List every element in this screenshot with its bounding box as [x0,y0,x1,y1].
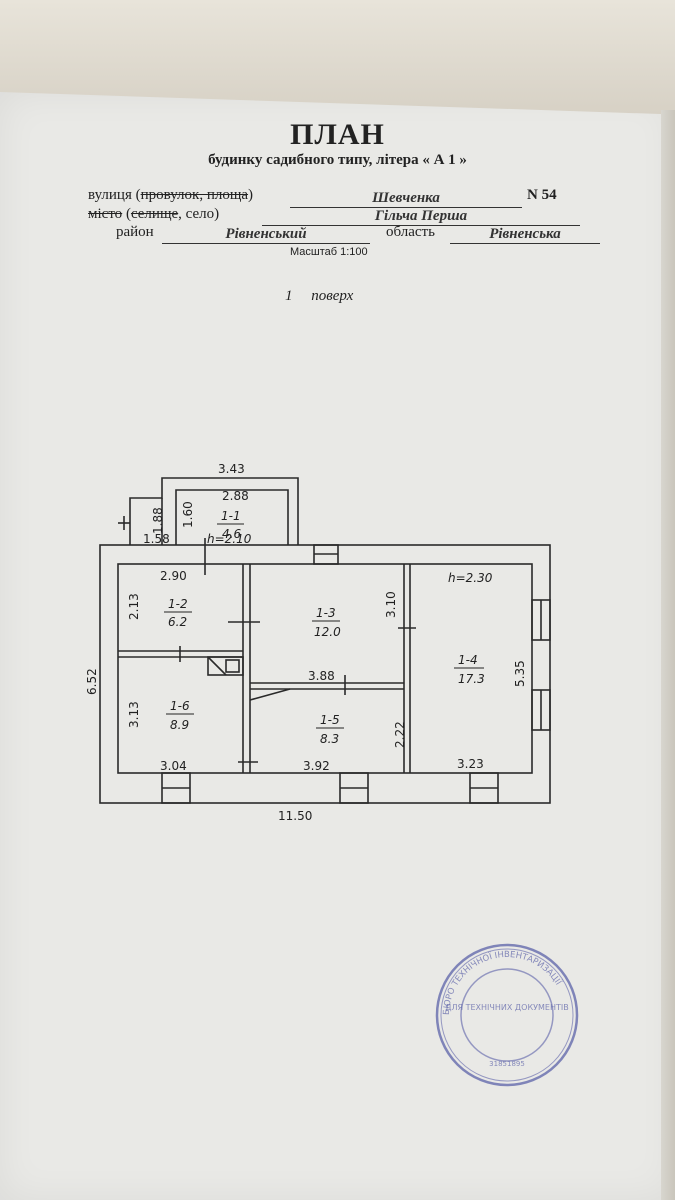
room-1-2-id: 1-2 [168,597,188,611]
dim-room-1-2-width: 2.90 [160,569,187,583]
stamp-center-text: ДЛЯ ТЕХНІЧНИХ ДОКУМЕНТІВ [445,1003,568,1012]
floor-word: поверх [311,288,354,304]
settlement-label-struck-town: селище [130,206,179,222]
plan-subtitle: будинку садибного типу, літера « А 1 » [208,152,467,168]
street-label-struck: провулок, площа [140,187,249,203]
dim-overall-length: 11.50 [278,809,312,823]
dim-room-1-6-width: 3.04 [160,759,187,773]
dim-annex-inner-height: 1.60 [181,501,195,528]
stamp-outer-ring-2 [440,948,574,1082]
region-label: область [386,224,435,240]
main-ceiling-height: h=2.30 [448,571,493,585]
floor-number: 1 [285,288,293,304]
dim-overall-width: 6.52 [85,668,99,695]
room-1-4-id: 1-4 [458,653,478,667]
stove-diagonal [207,656,227,676]
dim-room-1-5-height: 2.22 [393,721,407,748]
stove-burner [225,659,240,673]
region-value: Рівненська [450,226,600,244]
room-1-5-area: 8.3 [320,732,339,746]
dim-annex-width: 3.43 [218,462,245,476]
stamp-inner-ring [460,968,554,1062]
settlement-label-post: , село) [178,206,220,222]
dim-annex-small-height: 1.88 [151,507,165,534]
dim-room-1-1-width: 2.88 [222,489,249,503]
dim-room-1-5-bottom: 3.92 [303,759,330,773]
official-stamp: БЮРО ТЕХНІЧНОЇ ІНВЕНТАРИЗАЦІЇ ДЛЯ ТЕХНІЧ… [435,943,579,1087]
annex-ceiling-height: h=2.10 [207,532,252,546]
district-label: район [116,224,154,240]
house-number: N 54 [527,187,557,203]
room-1-2-area: 6.2 [168,615,187,629]
sheet-edge-shadow [661,110,675,1200]
stamp-code: 31851895 [489,1060,525,1068]
street-label-pre: вулиця ( [88,187,141,203]
settlement-value: Гільча Перша [262,208,580,226]
stair-line [249,688,291,701]
dim-room-1-5-width: 3.88 [308,669,335,683]
room-1-5-id: 1-5 [320,713,340,727]
room-1-1-id: 1-1 [221,509,241,523]
annex-outer-wall [129,477,299,545]
settlement-label: місто (селище, село) [88,206,219,223]
room-1-1-area: 4.6 [222,527,241,541]
settlement-label-struck-city: місто [88,206,123,222]
room-1-6-area: 8.9 [170,718,189,732]
dim-room-1-2-height: 2.13 [127,593,141,620]
settlement-label-mid: ( [122,206,131,222]
dim-room-1-6-height: 3.13 [127,701,141,728]
district-value: Рівненський [162,226,370,244]
dim-room-1-4-width: 3.23 [457,757,484,771]
floor-label: 1 поверх [285,288,353,305]
dim-annex-small-width: 1.58 [143,532,170,546]
room-1-3-area: 12.0 [314,625,341,639]
room-1-6-id: 1-6 [170,699,190,713]
street-label: вулиця (провулок, площа) [88,187,253,204]
annex-inner-wall [175,489,289,545]
plan-walls [99,477,551,804]
room-1-4-area: 17.3 [458,672,485,686]
room-1-3-id: 1-3 [316,606,336,620]
stamp-outer-ring [435,943,579,1087]
document-sheet [0,92,675,1200]
street-value: Шевченка [290,190,522,208]
street-label-post: ) [248,187,254,203]
scale-label: Масштаб 1:100 [290,246,368,258]
plan-title: ПЛАН [290,118,385,151]
dim-room-1-4-height: 5.35 [513,660,527,687]
dim-room-1-3-height: 3.10 [384,591,398,618]
